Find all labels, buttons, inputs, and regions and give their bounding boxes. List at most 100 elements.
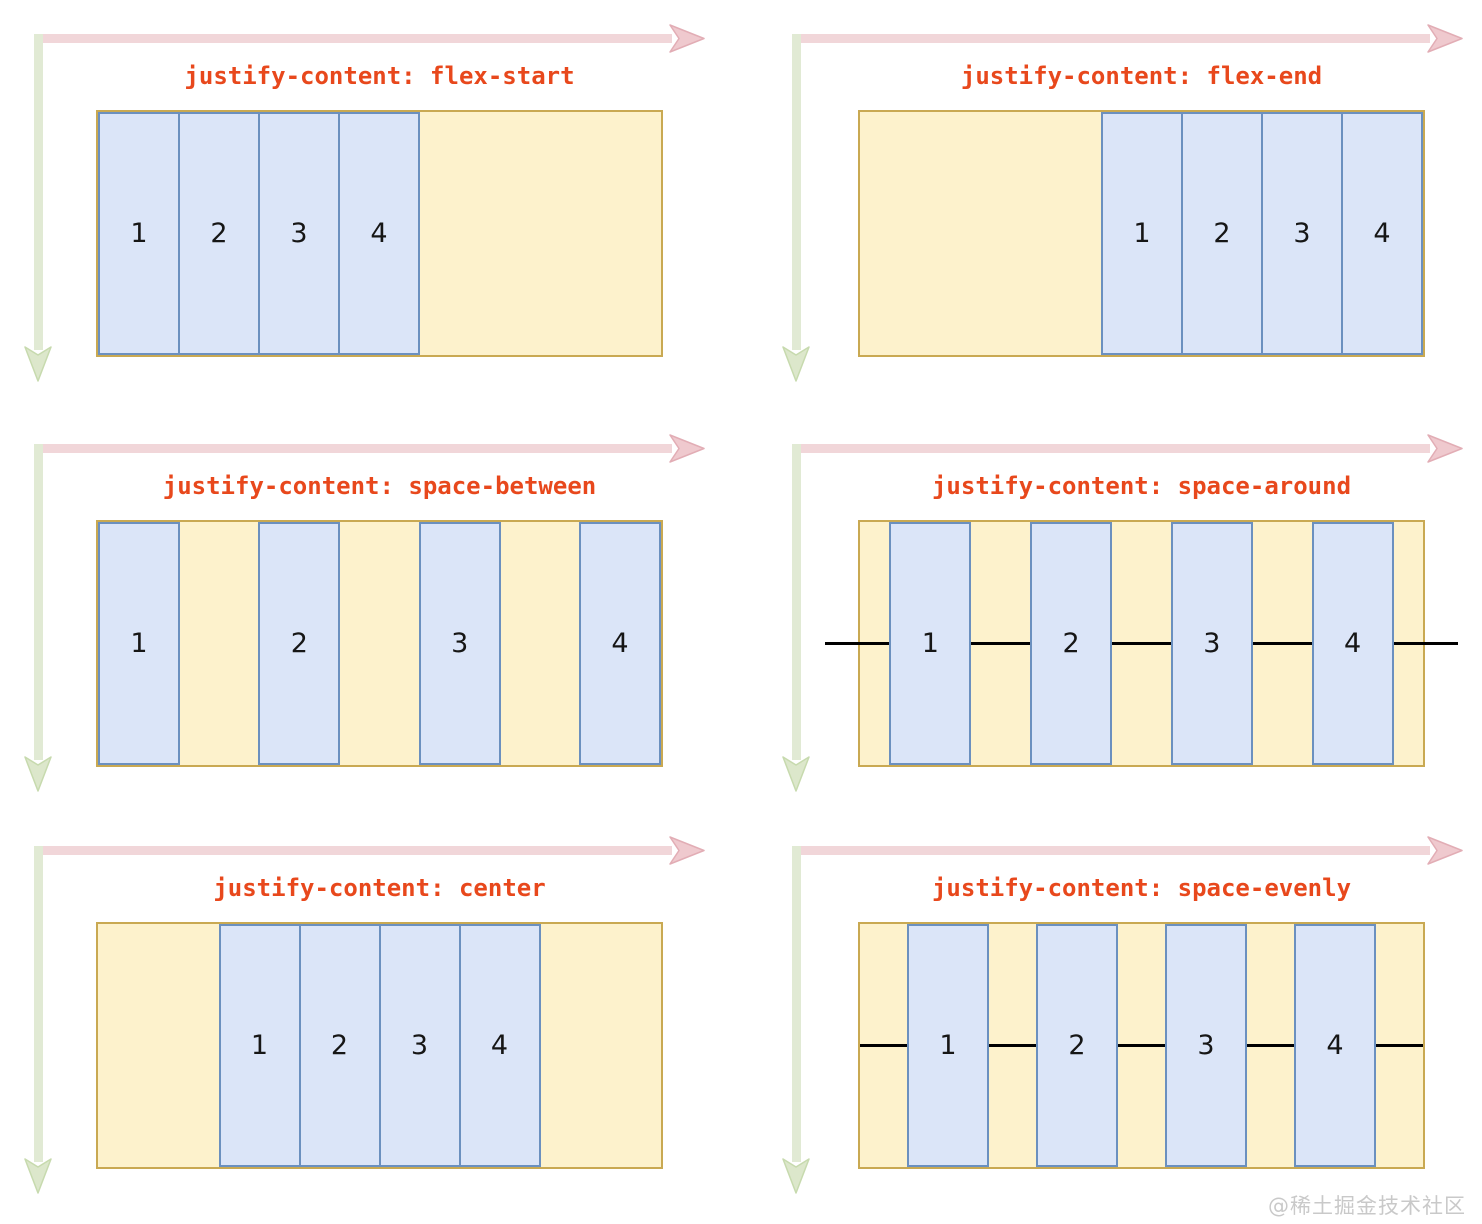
flex-item-1: 1 — [218, 924, 301, 1167]
cross-axis-arrow — [34, 846, 43, 1162]
flex-container: 1 2 3 4 — [858, 922, 1425, 1169]
cross-axis-arrow — [792, 444, 801, 760]
flex-item-2: 2 — [178, 112, 260, 355]
space-gap-line — [1117, 1044, 1166, 1047]
space-gap-line — [1375, 1044, 1423, 1047]
flex-item-2: 2 — [1030, 522, 1113, 765]
flex-item-1: 1 — [98, 112, 180, 355]
flex-item-label: 1 — [1133, 218, 1151, 249]
flex-item-label: 2 — [1068, 1030, 1086, 1061]
flex-item-3: 3 — [418, 522, 501, 765]
panel-flex-end: justify-content: flex-end 1 2 3 4 — [741, 0, 1482, 410]
panel-title: justify-content: space-evenly — [931, 874, 1352, 902]
flex-item-label: 4 — [611, 628, 629, 659]
main-axis-arrowhead-icon — [1427, 23, 1463, 58]
main-axis-arrow — [34, 444, 672, 453]
cross-axis-arrowhead-icon — [781, 1158, 811, 1198]
main-axis-arrow — [792, 444, 1430, 453]
flex-item-3: 3 — [378, 924, 461, 1167]
cross-axis-arrowhead-icon — [23, 346, 53, 386]
flex-item-1: 1 — [1101, 112, 1183, 355]
main-axis-arrow — [34, 34, 672, 43]
flex-item-4: 4 — [1341, 112, 1423, 355]
flex-item-3: 3 — [1170, 522, 1253, 765]
flex-item-label: 4 — [1326, 1030, 1344, 1061]
panel-space-around: justify-content: space-around 1 2 3 4 — [741, 410, 1482, 820]
panel-title: justify-content: center — [213, 874, 546, 902]
flex-item-label: 3 — [1293, 218, 1311, 249]
main-axis-arrow — [34, 846, 672, 855]
flex-item-4: 4 — [1311, 522, 1394, 765]
main-axis-arrowhead-icon — [1427, 835, 1463, 870]
cross-axis-arrowhead-icon — [23, 756, 53, 796]
space-gap-line — [1111, 642, 1172, 645]
main-axis-arrowhead-icon — [669, 433, 705, 468]
cross-axis-arrowhead-icon — [781, 346, 811, 386]
flex-item-label: 4 — [1373, 218, 1391, 249]
flex-item-1: 1 — [98, 522, 180, 765]
watermark: @稀土掘金技术社区 — [1268, 1194, 1466, 1218]
space-gap-line — [1246, 1044, 1295, 1047]
flex-item-1: 1 — [907, 924, 989, 1167]
cross-axis-arrow — [34, 34, 43, 350]
flex-item-label: 1 — [130, 628, 148, 659]
panel-flex-start: justify-content: flex-start 1 2 3 4 — [0, 0, 741, 410]
flex-item-label: 3 — [290, 218, 308, 249]
flex-item-label: 1 — [250, 1030, 269, 1061]
flex-item-2: 2 — [1036, 924, 1118, 1167]
panel-title: justify-content: flex-end — [960, 62, 1323, 90]
space-gap-line — [1251, 642, 1313, 645]
panel-title: justify-content: flex-start — [184, 62, 575, 90]
flex-item-label: 2 — [290, 628, 308, 659]
flex-item-label: 2 — [1062, 628, 1080, 659]
panel-center: justify-content: center 1 2 3 4 — [0, 812, 741, 1222]
flex-item-4: 4 — [1294, 924, 1376, 1167]
flex-item-label: 3 — [1203, 628, 1221, 659]
flex-item-label: 2 — [210, 218, 228, 249]
flex-container: 1 2 3 4 — [858, 110, 1425, 357]
flex-container: 1 2 3 4 — [825, 520, 1458, 767]
flex-item-3: 3 — [258, 112, 340, 355]
cross-axis-arrow — [34, 444, 43, 760]
cross-axis-arrow — [792, 34, 801, 350]
cross-axis-arrowhead-icon — [23, 1158, 53, 1198]
flex-item-2: 2 — [1181, 112, 1263, 355]
space-gap-line — [970, 642, 1032, 645]
flex-item-label: 3 — [410, 1030, 429, 1061]
flex-item-label: 4 — [490, 1030, 509, 1061]
main-axis-arrowhead-icon — [1427, 433, 1463, 468]
flex-item-3: 3 — [1165, 924, 1247, 1167]
flex-item-label: 1 — [921, 628, 939, 659]
panel-space-between: justify-content: space-between 1 2 3 4 — [0, 410, 741, 820]
panel-space-evenly: justify-content: space-evenly 1 2 3 4 — [741, 812, 1482, 1222]
panel-title: justify-content: space-between — [162, 472, 597, 500]
flex-container: 1 2 3 4 — [96, 110, 663, 357]
flex-item-label: 4 — [1344, 628, 1362, 659]
cross-axis-arrowhead-icon — [781, 756, 811, 796]
space-gap-line — [988, 1044, 1037, 1047]
flex-item-label: 3 — [451, 628, 469, 659]
flex-item-label: 2 — [1213, 218, 1231, 249]
main-axis-arrow — [792, 34, 1430, 43]
cross-axis-arrow — [792, 846, 801, 1162]
flex-item-4: 4 — [458, 924, 541, 1167]
flex-item-label: 2 — [330, 1030, 349, 1061]
flex-container: 1 2 3 4 — [96, 520, 663, 767]
panel-title: justify-content: space-around — [931, 472, 1352, 500]
space-gap-line — [825, 642, 891, 645]
flex-item-1: 1 — [889, 522, 972, 765]
flex-item-3: 3 — [1261, 112, 1343, 355]
flex-item-label: 1 — [130, 218, 148, 249]
main-axis-arrowhead-icon — [669, 23, 705, 58]
main-axis-arrow — [792, 846, 1430, 855]
flex-item-label: 1 — [939, 1030, 957, 1061]
space-gap-line — [1392, 642, 1458, 645]
main-axis-arrowhead-icon — [669, 835, 705, 870]
space-gap-line — [860, 1044, 908, 1047]
flex-item-2: 2 — [298, 924, 381, 1167]
flex-container: 1 2 3 4 — [96, 922, 663, 1169]
flex-item-2: 2 — [258, 522, 341, 765]
flex-item-label: 4 — [370, 218, 388, 249]
flex-item-4: 4 — [579, 522, 661, 765]
